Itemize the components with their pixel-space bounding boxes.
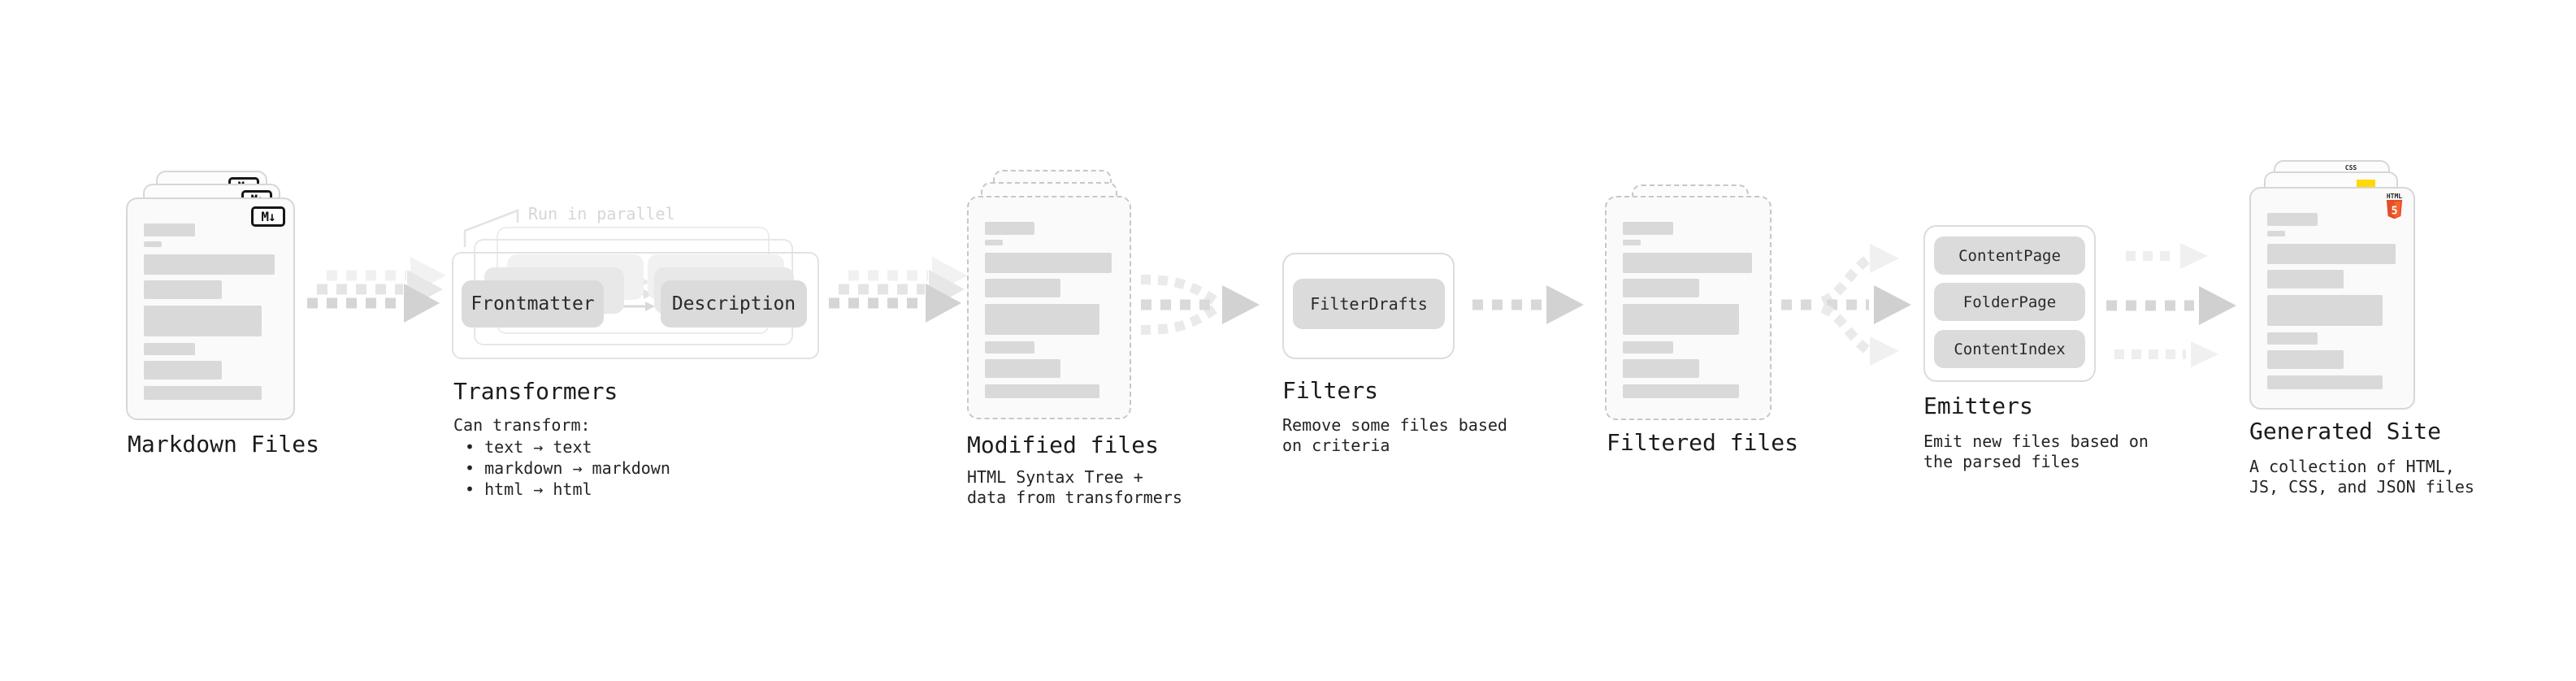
placeholder-bar (1623, 359, 1700, 378)
arrow-transformers-to-modified (829, 257, 968, 323)
placeholder-bar (144, 280, 222, 299)
placeholder-bar (985, 222, 1035, 235)
transformers-bullet: • text → text (465, 437, 592, 457)
markdown-files-label: Markdown Files (128, 431, 320, 458)
placeholder-bar (144, 241, 163, 247)
generated-site-desc: JS, CSS, and JSON files (2249, 477, 2474, 497)
filters-desc: Remove some files based (1282, 415, 1507, 435)
placeholder-bar (2267, 375, 2383, 389)
placeholder-bar (1623, 240, 1641, 245)
generated-site-label: Generated Site (2249, 418, 2442, 445)
js-icon (2357, 180, 2375, 189)
placeholder-bar (985, 240, 1003, 245)
transformers-bullet: • html → html (465, 479, 592, 499)
run-in-parallel-note: Run in parallel (528, 204, 675, 223)
placeholder-bar (1623, 341, 1674, 354)
placeholder-bar (985, 253, 1112, 273)
placeholder-bar (144, 343, 196, 355)
placeholder-bar (2267, 244, 2396, 264)
placeholder-bar (985, 359, 1061, 378)
placeholder-bar (144, 223, 196, 236)
contentpage-pill: ContentPage (1934, 236, 2085, 275)
placeholder-bar (2267, 295, 2383, 326)
transformers-desc-title: Can transform: (453, 415, 591, 435)
placeholder-bar (144, 361, 222, 380)
html5-icon: HTML 5 (2386, 193, 2403, 219)
placeholder-bar (985, 384, 1099, 398)
folderpage-pill: FolderPage (1934, 283, 2085, 321)
placeholder-bar (2267, 270, 2344, 288)
generated-site-desc: A collection of HTML, (2249, 457, 2455, 476)
placeholder-bar (985, 304, 1099, 335)
contentindex-pill: ContentIndex (1934, 330, 2085, 368)
arrow-modified-to-filters (1140, 275, 1260, 335)
arrow-markdown-to-transformers (307, 257, 446, 323)
placeholder-bar (1623, 304, 1739, 335)
filters-desc: on criteria (1282, 436, 1390, 455)
description-pill: Description (661, 280, 807, 327)
placeholder-bar (985, 279, 1061, 297)
emitters-desc: the parsed files (1923, 452, 2080, 471)
transformers-bullet: • markdown → markdown (465, 458, 670, 478)
placeholder-bar (2267, 213, 2318, 226)
modified-files-desc: HTML Syntax Tree + (967, 467, 1143, 487)
arrow-filtered-to-emitters (1781, 244, 1911, 366)
filters-label: Filters (1282, 377, 1379, 404)
filtered-file-card-front (1605, 196, 1772, 420)
generated-file-card-front: HTML 5 (2249, 187, 2415, 410)
placeholder-bar (1623, 222, 1674, 235)
placeholder-bar (144, 306, 262, 336)
emitters-label: Emitters (1923, 393, 2033, 419)
markdown-icon: M↓ (251, 206, 285, 227)
placeholder-bar (1623, 253, 1752, 273)
modified-files-label: Modified files (967, 432, 1160, 458)
placeholder-bar (2267, 350, 2344, 369)
arrow-filters-to-filtered (1472, 285, 1584, 324)
filterdrafts-pill: FilterDrafts (1293, 279, 1445, 329)
placeholder-bar (985, 341, 1035, 354)
placeholder-bar (1623, 384, 1739, 398)
modified-files-desc: data from transformers (967, 488, 1182, 507)
transformer-panel-front (452, 252, 819, 359)
placeholder-bar (144, 386, 262, 400)
arrow-emitters-to-generated (2106, 243, 2236, 367)
frontmatter-pill: Frontmatter (462, 280, 604, 327)
svg-text:5: 5 (2391, 205, 2397, 217)
transformers-label: Transformers (453, 378, 618, 405)
placeholder-bar (2267, 231, 2285, 236)
placeholder-bar (2267, 332, 2318, 345)
emitters-desc: Emit new files based on (1923, 432, 2149, 451)
placeholder-bar (144, 254, 275, 275)
filtered-files-label: Filtered files (1607, 429, 1799, 456)
placeholder-bar (1623, 279, 1700, 297)
markdown-file-card-front: M↓ (126, 197, 295, 420)
modified-file-card-front (967, 196, 1131, 419)
